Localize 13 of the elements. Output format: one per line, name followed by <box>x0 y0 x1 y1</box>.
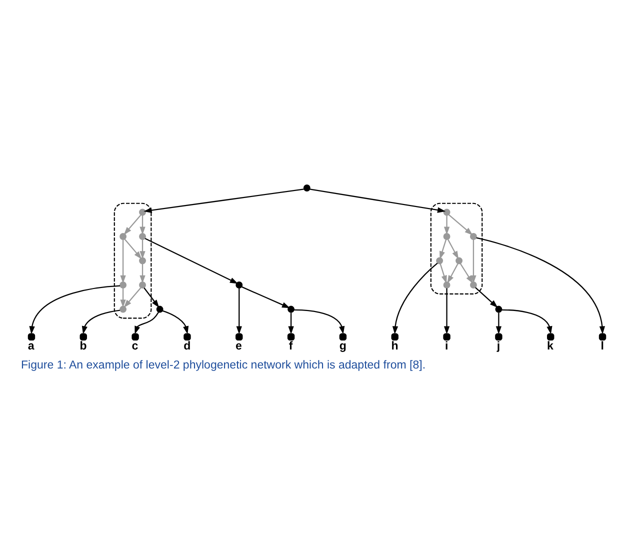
node-label: i <box>444 340 448 352</box>
caption: Figure 1: An example of level-2 phylogenetic network which is adapted from [8]. <box>20 358 426 371</box>
node-label: d <box>184 340 191 352</box>
node-label: c <box>132 340 138 352</box>
node-label: l <box>600 340 604 352</box>
node-label: f <box>288 340 293 352</box>
node-label: g <box>339 340 346 352</box>
node-label: a <box>28 340 34 352</box>
node-label: j <box>496 340 500 352</box>
node-label: e <box>236 340 242 352</box>
node-label: h <box>391 340 398 352</box>
node-label: b <box>80 340 87 352</box>
node-label: k <box>547 340 554 352</box>
